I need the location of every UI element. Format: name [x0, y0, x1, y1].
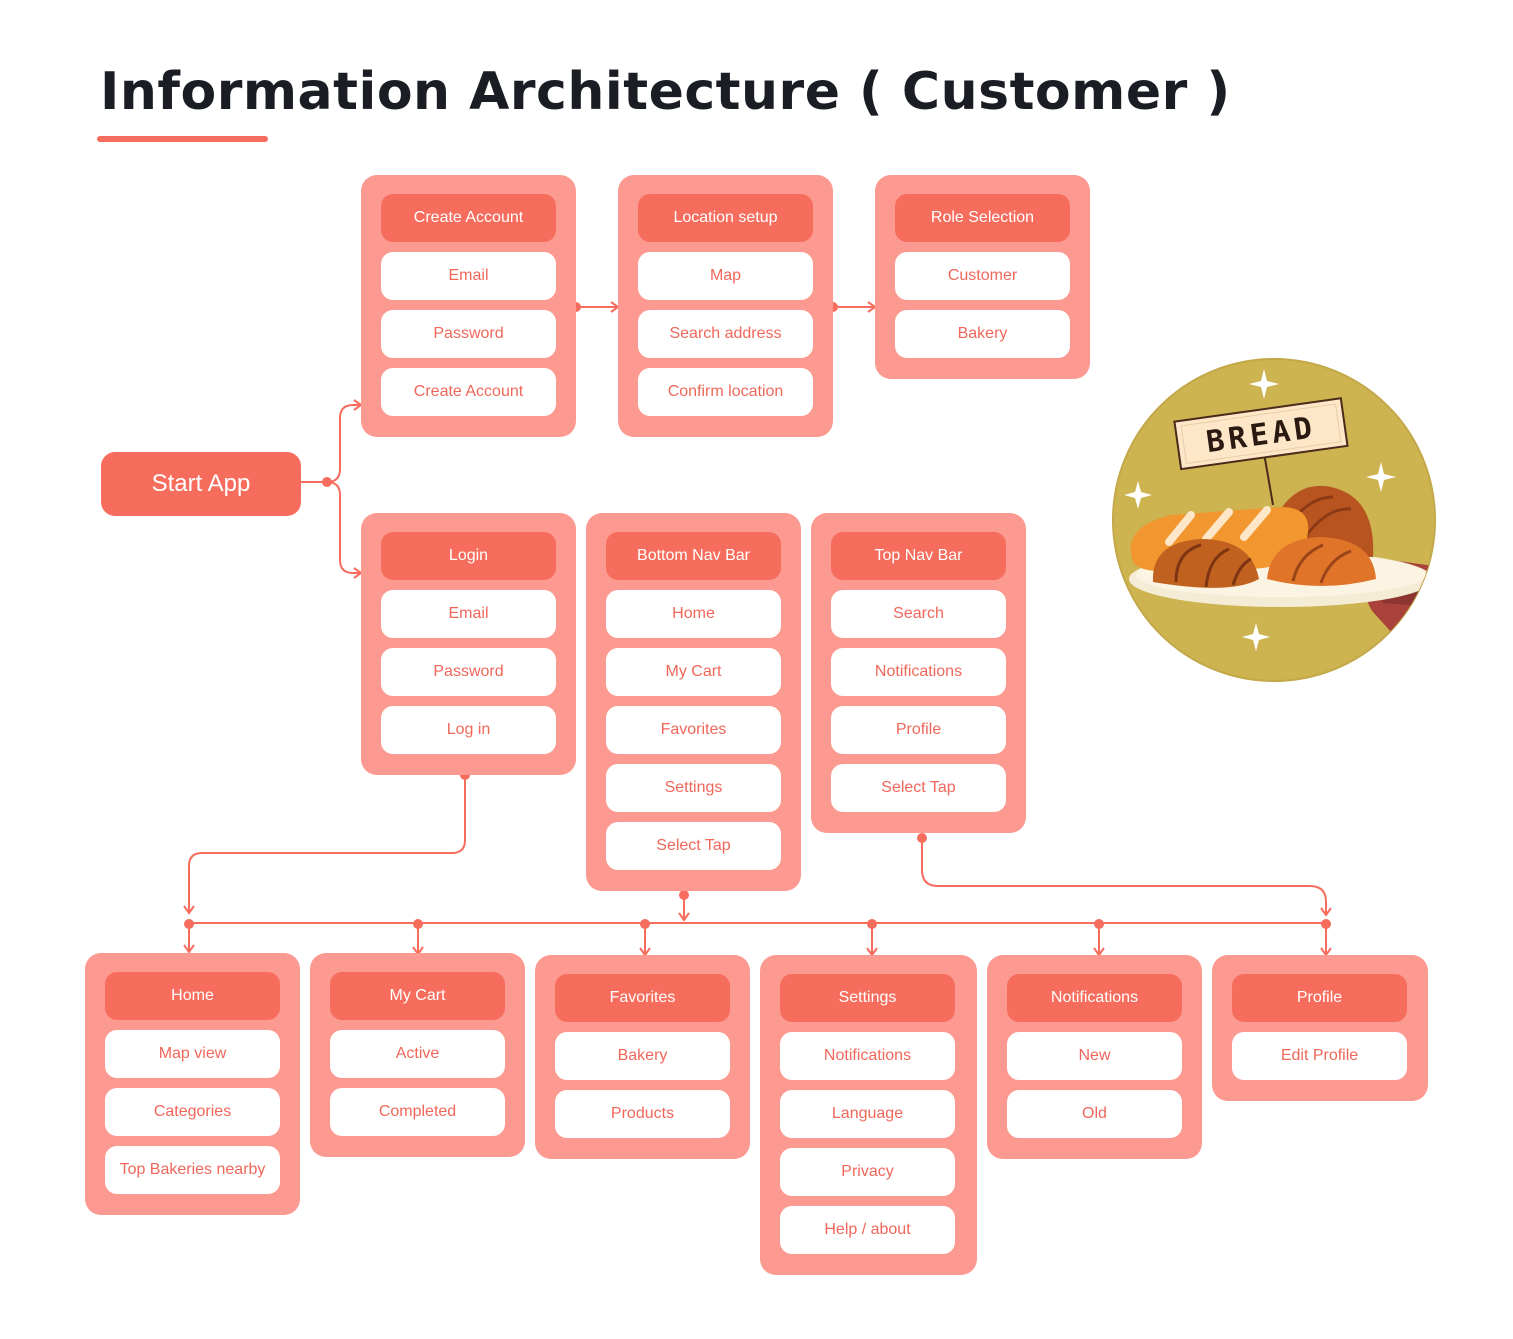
group-item-home: Home	[606, 590, 781, 638]
group-item-favorites: Favorites	[606, 706, 781, 754]
connector-dot	[867, 919, 877, 929]
bread-illustration: BREAD	[1112, 358, 1436, 682]
group-item-select-tap: Select Tap	[831, 764, 1006, 812]
group-header: Settings	[780, 974, 955, 1022]
group-item-settings: Settings	[606, 764, 781, 812]
group-item-profile: Profile	[831, 706, 1006, 754]
start-app-node: Start App	[101, 452, 301, 516]
group-header: Favorites	[555, 974, 730, 1022]
connector-start-to-login	[326, 481, 363, 579]
connector-dot	[322, 477, 332, 487]
page-title: Information Architecture ( Customer )	[100, 62, 1231, 122]
group-item-email: Email	[381, 590, 556, 638]
group-item-language: Language	[780, 1090, 955, 1138]
group-header: Role Selection	[895, 194, 1070, 242]
group-item-log-in: Log in	[381, 706, 556, 754]
group-item-products: Products	[555, 1090, 730, 1138]
group-item-search: Search	[831, 590, 1006, 638]
group-item-confirm-location: Confirm location	[638, 368, 813, 416]
connector-dot	[1094, 919, 1104, 929]
group-item-select-tap: Select Tap	[606, 822, 781, 870]
group-item-bakery: Bakery	[555, 1032, 730, 1080]
connector-start-to-create-account	[301, 399, 363, 483]
connector-login-to-home	[183, 775, 466, 915]
connector-dot	[413, 919, 423, 929]
connector-dot	[640, 919, 650, 929]
group-item-active: Active	[330, 1030, 505, 1078]
group-item-map-view: Map view	[105, 1030, 280, 1078]
group-header: Top Nav Bar	[831, 532, 1006, 580]
group-item-top-bakeries-nearby: Top Bakeries nearby	[105, 1146, 280, 1194]
group-item-search-address: Search address	[638, 310, 813, 358]
group-item-privacy: Privacy	[780, 1148, 955, 1196]
group-header: Create Account	[381, 194, 556, 242]
title-underline	[97, 136, 268, 142]
group-header: Notifications	[1007, 974, 1182, 1022]
group-item-customer: Customer	[895, 252, 1070, 300]
group-item-bakery: Bakery	[895, 310, 1070, 358]
group-item-email: Email	[381, 252, 556, 300]
group-header: My Cart	[330, 972, 505, 1020]
group-item-create-account: Create Account	[381, 368, 556, 416]
connector-dot	[1321, 919, 1331, 929]
group-item-password: Password	[381, 648, 556, 696]
connector-dot	[917, 833, 927, 843]
connector-topnav-to-profile	[921, 838, 1332, 917]
group-header: Profile	[1232, 974, 1407, 1022]
group-item-categories: Categories	[105, 1088, 280, 1136]
group-header: Bottom Nav Bar	[606, 532, 781, 580]
group-item-password: Password	[381, 310, 556, 358]
group-item-completed: Completed	[330, 1088, 505, 1136]
group-item-notifications: Notifications	[780, 1032, 955, 1080]
connector-dot	[184, 919, 194, 929]
group-item-my-cart: My Cart	[606, 648, 781, 696]
group-item-edit-profile: Edit Profile	[1232, 1032, 1407, 1080]
group-item-help-about: Help / about	[780, 1206, 955, 1254]
group-item-new: New	[1007, 1032, 1182, 1080]
group-header: Login	[381, 532, 556, 580]
group-item-old: Old	[1007, 1090, 1182, 1138]
group-header: Home	[105, 972, 280, 1020]
group-header: Location setup	[638, 194, 813, 242]
connector-dot	[679, 890, 689, 900]
group-item-map: Map	[638, 252, 813, 300]
group-item-notifications: Notifications	[831, 648, 1006, 696]
